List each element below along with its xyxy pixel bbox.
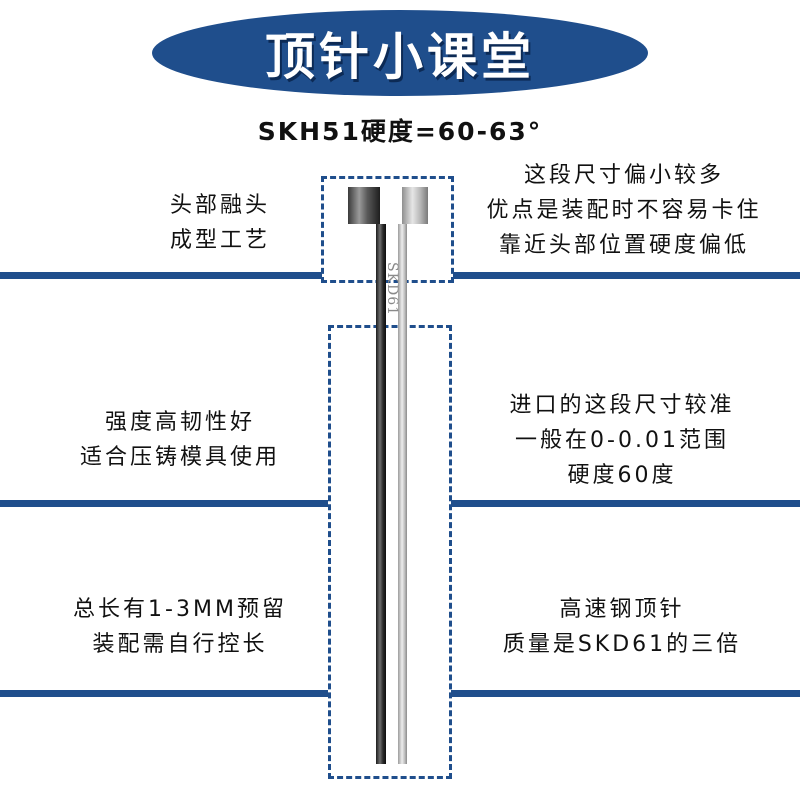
note-low-left: 总长有1-3MM预留 装配需自行控长 xyxy=(20,592,340,662)
note-line: 成型工艺 xyxy=(169,228,270,253)
divider-right-1 xyxy=(453,272,800,279)
note-line: 硬度60度 xyxy=(567,463,677,488)
note-line: 适合压铸模具使用 xyxy=(79,445,280,470)
divider-left-2 xyxy=(0,500,328,507)
note-line: 优点是装配时不容易卡住 xyxy=(486,198,762,223)
note-head-left: 头部融头 成型工艺 xyxy=(120,188,320,258)
shaft-dashed-box xyxy=(328,325,452,779)
note-head-right: 这段尺寸偏小较多 优点是装配时不容易卡住 靠近头部位置硬度偏低 xyxy=(454,158,794,263)
divider-left-1 xyxy=(0,272,322,279)
note-line: 高速钢顶针 xyxy=(559,597,685,622)
note-line: 这段尺寸偏小较多 xyxy=(523,163,724,188)
pin-dark-rod xyxy=(376,224,386,764)
title-banner: 顶针小课堂 xyxy=(152,10,648,96)
note-line: 强度高韧性好 xyxy=(104,410,255,435)
pin-silver-rod xyxy=(398,224,407,764)
note-line: 头部融头 xyxy=(169,193,270,218)
note-mid-left: 强度高韧性好 适合压铸模具使用 xyxy=(30,405,330,475)
head-dashed-box xyxy=(321,176,454,283)
note-line: 装配需自行控长 xyxy=(92,632,268,657)
hardness-subtitle: SKH51硬度=60-63° xyxy=(257,117,543,146)
note-line: 靠近头部位置硬度偏低 xyxy=(498,233,749,258)
page-title: 顶针小课堂 xyxy=(265,28,535,86)
note-line: 总长有1-3MM预留 xyxy=(73,597,287,622)
note-line: 质量是SKD61的三倍 xyxy=(502,632,742,657)
pin-engraving: SKD61 xyxy=(384,262,400,317)
note-mid-right: 进口的这段尺寸较准 一般在0-0.01范围 硬度60度 xyxy=(452,388,792,493)
note-line: 进口的这段尺寸较准 xyxy=(509,393,735,418)
divider-left-3 xyxy=(0,690,328,697)
pin-dark-head xyxy=(348,187,380,224)
note-low-right: 高速钢顶针 质量是SKD61的三倍 xyxy=(452,592,792,662)
pin-silver-head xyxy=(402,187,428,224)
divider-right-2 xyxy=(451,500,800,507)
divider-right-3 xyxy=(451,690,800,697)
note-line: 一般在0-0.01范围 xyxy=(515,428,729,453)
